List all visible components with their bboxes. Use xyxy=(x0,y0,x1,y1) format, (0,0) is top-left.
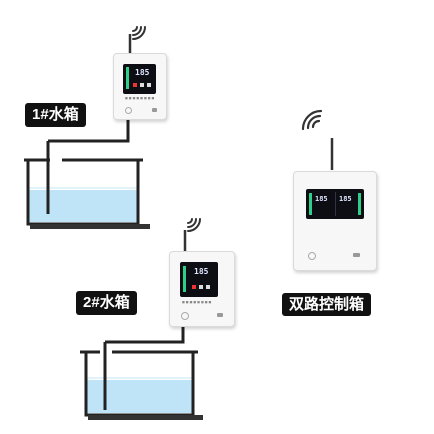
indicator-icon xyxy=(140,83,144,87)
tank-2 xyxy=(80,320,203,420)
reading-display: 185 xyxy=(135,68,150,77)
tank-1-name: 水箱 xyxy=(48,105,79,123)
tank-1-base xyxy=(30,224,150,229)
tank-1 xyxy=(24,120,150,229)
screen-divider xyxy=(335,192,336,216)
reading-display-left: 185 xyxy=(315,195,328,203)
wifi-signal-icon xyxy=(187,218,201,232)
tank-2-base xyxy=(88,415,203,420)
indicator-icon xyxy=(133,83,137,87)
speaker-grille-icon xyxy=(308,252,316,260)
tank-2-water xyxy=(86,380,193,413)
water-level-bar xyxy=(126,67,129,89)
tank-1-pipe xyxy=(48,120,130,143)
water-level-bar-left xyxy=(309,193,312,215)
indicator-icon xyxy=(147,83,151,87)
indicator-icon xyxy=(206,285,210,289)
wifi-signal-icon xyxy=(132,26,146,40)
reading-display-right: 185 xyxy=(339,195,352,203)
button-icon[interactable] xyxy=(217,313,223,317)
indicator-icon xyxy=(192,285,196,289)
speaker-grille-icon xyxy=(181,312,189,320)
wifi-signal-icon xyxy=(301,109,323,131)
display-screen: 185 xyxy=(180,262,218,297)
water-level-bar-right xyxy=(358,193,361,215)
water-level-bar xyxy=(183,266,186,292)
button-icon[interactable] xyxy=(152,108,157,112)
tank-1-water xyxy=(28,190,138,222)
dual-display-screen: 185 185 xyxy=(306,189,364,219)
level-controller-2[interactable]: 185 ■ ■ ■ ■ ■ ■ ■ ■ xyxy=(169,251,235,327)
panel-caption: ■ ■ ■ ■ ■ ■ ■ ■ xyxy=(182,300,212,304)
reading-display: 185 xyxy=(194,267,209,276)
dual-control-label: 双路控制箱 xyxy=(282,293,372,316)
dual-control-box[interactable]: 185 185 xyxy=(293,171,377,271)
button-icon[interactable] xyxy=(353,253,360,257)
panel-caption: ■ ■ ■ ■ ■ ■ ■ ■ xyxy=(125,96,155,100)
tank-2-name: 水箱 xyxy=(99,293,130,311)
display-screen: 185 xyxy=(123,64,156,94)
tank-2-code: 2# xyxy=(83,294,100,311)
tank-1-label: 1#水箱 xyxy=(25,103,86,127)
indicator-icon xyxy=(199,285,203,289)
tank-2-label: 2#水箱 xyxy=(76,291,137,315)
speaker-grille-icon xyxy=(125,107,132,114)
tank-2-pipe xyxy=(105,320,185,344)
tank-1-code: 1# xyxy=(32,106,49,123)
level-controller-1[interactable]: 185 ■ ■ ■ ■ ■ ■ ■ ■ xyxy=(113,53,167,120)
